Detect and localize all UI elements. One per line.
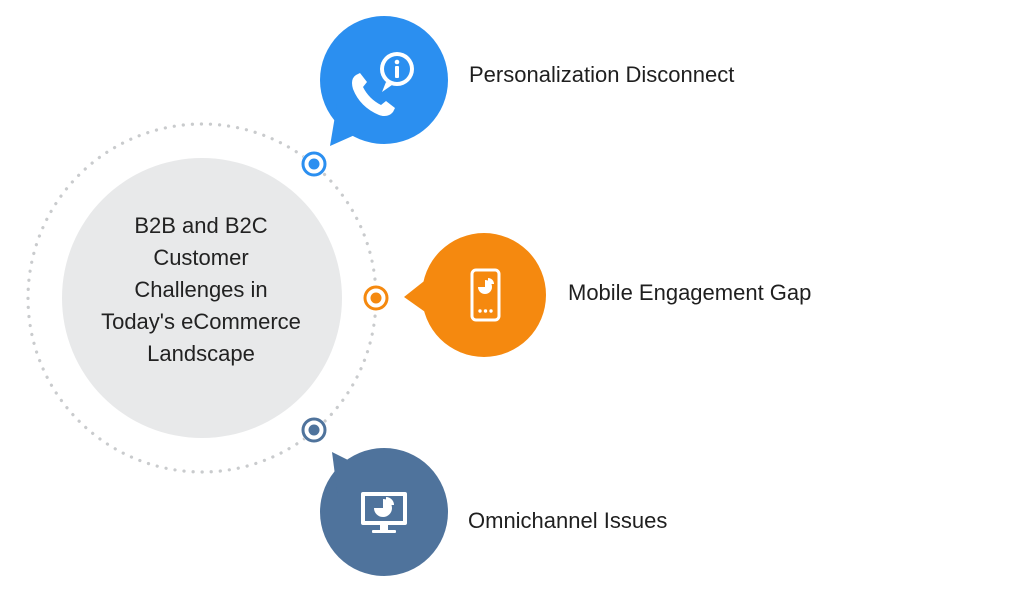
- label-omnichannel-issues: Omnichannel Issues: [468, 508, 668, 533]
- monitor-chart-icon: [361, 492, 407, 533]
- center-title-line: Today's eCommerce: [101, 309, 301, 334]
- ring-node-1: [363, 285, 389, 311]
- smartphone-chart-icon: [470, 268, 501, 322]
- center-title-line: Customer: [153, 245, 249, 270]
- label-mobile-engagement-gap: Mobile Engagement Gap: [568, 280, 812, 305]
- center-circle: [62, 158, 342, 438]
- phone-info-icon: [352, 52, 414, 116]
- center-title-line: Landscape: [147, 341, 255, 366]
- bubble-personalization: [320, 16, 448, 146]
- center-title-line: Challenges in: [134, 277, 268, 302]
- label-personalization-disconnect: Personalization Disconnect: [469, 62, 735, 87]
- center-title-line: B2B and B2C: [134, 213, 268, 238]
- ring-node-2: [301, 417, 327, 443]
- center-title: B2B and B2C Customer Challenges in Today…: [70, 210, 332, 370]
- ring-node-0: [301, 151, 327, 177]
- bubble-mobile: [404, 233, 546, 357]
